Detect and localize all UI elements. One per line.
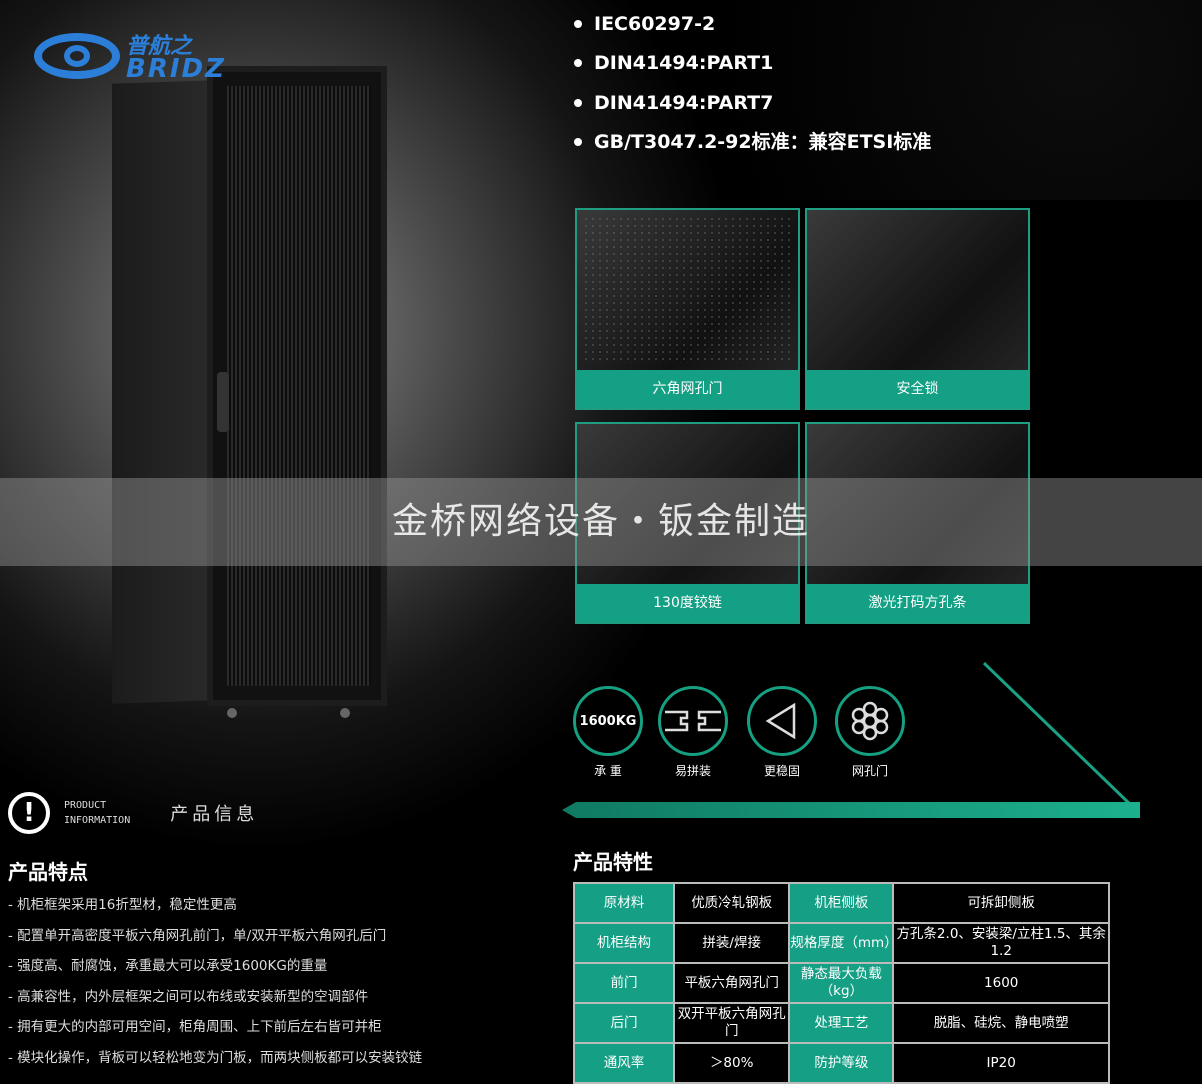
photo-hinge: 130度铰链 (575, 422, 800, 624)
features-title: 产品特点 (8, 860, 88, 884)
spec-value: 双开平板六角网孔门 (672, 1002, 791, 1044)
standard-item: DIN41494:PART1 (574, 44, 931, 84)
load-value: 1600KG (579, 713, 637, 729)
spec-value: ＞80% (672, 1042, 791, 1084)
spec-value: 方孔条2.0、安装梁/立柱1.5、其余1.2 (892, 922, 1110, 964)
features-list: - 机柜框架采用16折型材，稳定性更高 - 配置单开高密度平板六角网孔前门，单/… (8, 890, 422, 1073)
spec-value: 可拆卸侧板 (892, 882, 1110, 924)
feature-item: - 高兼容性，内外层框架之间可以布线或安装新型的空调部件 (8, 988, 369, 1005)
photo-caption: 130度铰链 (577, 584, 798, 622)
spec-value: 优质冷轧钢板 (672, 882, 791, 924)
standard-item: DIN41494:PART7 (574, 83, 931, 123)
spec-value: 1600 (892, 962, 1110, 1004)
photo-hex-mesh-door: 六角网孔门 (575, 208, 800, 410)
photo-caption: 六角网孔门 (577, 370, 798, 408)
spec-key: 静态最大负载（kg） (788, 962, 895, 1004)
standard-item: IEC60297-2 (574, 4, 931, 44)
icon-label: 更稳固 (763, 764, 800, 778)
photo-lock: 安全锁 (805, 208, 1030, 410)
hexagon-mesh-icon (835, 686, 905, 756)
standards-list: IEC60297-2 DIN41494:PART1 DIN41494:PART7… (574, 4, 931, 162)
watermark-band: 金桥网络设备・钣金制造 (0, 478, 1202, 566)
cabinet-image (112, 60, 387, 718)
icon-label: 承 重 (594, 764, 622, 778)
spec-key: 原材料 (573, 882, 675, 924)
information-label: INFORMATION (64, 815, 131, 826)
spec-key: 机柜侧板 (788, 882, 895, 924)
table-row: 前门平板六角网孔门静态最大负载（kg）1600 (573, 962, 1110, 1004)
product-info-header: ! PRODUCT INFORMATION 产品信息 (8, 792, 258, 834)
icon-label: 易拼装 (674, 764, 711, 778)
product-label: PRODUCT (64, 800, 107, 811)
spec-title: 产品特性 (573, 850, 653, 874)
photo-rail: 激光打码方孔条 (805, 422, 1030, 624)
icon-label: 网孔门 (851, 764, 888, 778)
spec-key: 防护等级 (788, 1042, 895, 1084)
assembly-icon (658, 686, 728, 756)
load-icon: 1600KG (573, 686, 643, 756)
feature-item: - 强度高、耐腐蚀，承重最大可以承受1600KG的重量 (8, 958, 328, 974)
spec-value: 平板六角网孔门 (672, 962, 791, 1004)
photo-caption: 激光打码方孔条 (807, 584, 1028, 622)
spec-key: 机柜结构 (573, 922, 675, 964)
spec-value: IP20 (892, 1042, 1110, 1084)
decorative-green-bar (562, 802, 1140, 818)
spec-key: 后门 (573, 1002, 675, 1044)
standard-item: GB/T3047.2-92标准：兼容ETSI标准 (574, 123, 931, 163)
logo-cn: 普航之 (126, 34, 193, 59)
handle-icon (217, 372, 229, 432)
feature-item: - 机柜框架采用16折型材，稳定性更高 (8, 897, 237, 913)
feature-item: - 拥有更大的内部可用空间，柜角周围、上下前后左右皆可并柜 (8, 1019, 382, 1035)
feature-item: - 模块化操作，背板可以轻松地变为门板，而两块侧板都可以安装铰链 (8, 1049, 423, 1066)
table-row: 机柜结构拼装/焊接规格厚度（mm）方孔条2.0、安装梁/立柱1.5、其余1.2 (573, 922, 1110, 964)
spec-key: 通风率 (573, 1042, 675, 1084)
table-row: 原材料优质冷轧钢板机柜侧板可拆卸侧板 (573, 882, 1110, 924)
spec-key: 规格厚度（mm） (788, 922, 898, 964)
table-row: 后门双开平板六角网孔门处理工艺脱脂、硅烷、静电喷塑 (573, 1002, 1110, 1044)
product-info-cn: 产品信息 (170, 804, 259, 825)
logo-ring-icon (34, 33, 120, 79)
photo-caption: 安全锁 (807, 370, 1028, 408)
spec-value: 脱脂、硅烷、静电喷塑 (892, 1002, 1110, 1044)
triangle-icon (747, 686, 817, 756)
spec-key: 处理工艺 (788, 1002, 895, 1044)
info-exclamation-icon: ! (8, 792, 50, 834)
spec-key: 前门 (573, 962, 675, 1004)
spec-table: 原材料优质冷轧钢板机柜侧板可拆卸侧板机柜结构拼装/焊接规格厚度（mm）方孔条2.… (573, 882, 1110, 1084)
spec-value: 拼装/焊接 (672, 922, 791, 964)
logo-en: BRIDZ (126, 54, 226, 84)
feature-item: - 配置单开高密度平板六角网孔前门，单/双开平板六角网孔后门 (8, 927, 387, 944)
